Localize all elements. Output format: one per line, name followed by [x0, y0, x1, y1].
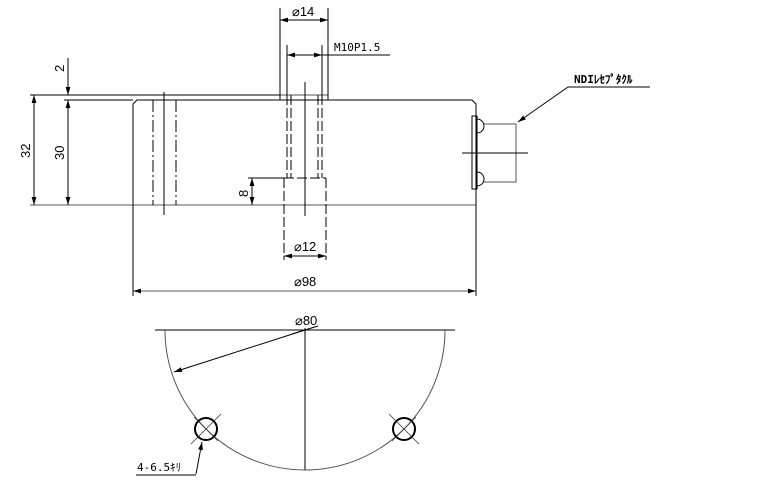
outline-arc: [164, 329, 446, 471]
dim-bolt-circle: ⌀80: [295, 313, 317, 328]
dim-outer-dia: ⌀98: [132, 205, 477, 296]
connector-leader: NDIﾚｾﾌﾟﾀｸﾙ: [517, 72, 650, 123]
svg-text:2: 2: [52, 65, 67, 72]
dim-thread: M10P1.5: [287, 41, 390, 58]
dim-bottom-bore: ⌀12: [284, 239, 326, 259]
dim-mount-holes: 4-6.5ｷﾘ: [137, 461, 181, 474]
svg-text:32: 32: [18, 144, 33, 158]
mount-hole-right: [388, 413, 420, 445]
svg-text:⌀12: ⌀12: [294, 239, 316, 254]
dim-cap-height: 2: [52, 58, 71, 95]
svg-text:⌀98: ⌀98: [294, 274, 316, 289]
svg-text:30: 30: [52, 146, 67, 160]
dim-total-height: 32: [18, 95, 37, 205]
svg-text:8: 8: [236, 190, 251, 197]
dim-body-height: 30: [52, 100, 71, 205]
dim-top-bore: ⌀14: [280, 4, 328, 23]
connector-label: NDIﾚｾﾌﾟﾀｸﾙ: [574, 72, 633, 86]
dim-recess-depth: 8: [236, 177, 284, 205]
dim-top-bore-text: ⌀14: [292, 4, 314, 19]
side-view: [30, 8, 528, 260]
mount-hole-left: [190, 413, 222, 445]
connector: [462, 115, 528, 190]
bottom-view: ⌀80 4-6.5ｷﾘ: [136, 313, 455, 476]
dim-thread-text: M10P1.5: [334, 41, 380, 54]
